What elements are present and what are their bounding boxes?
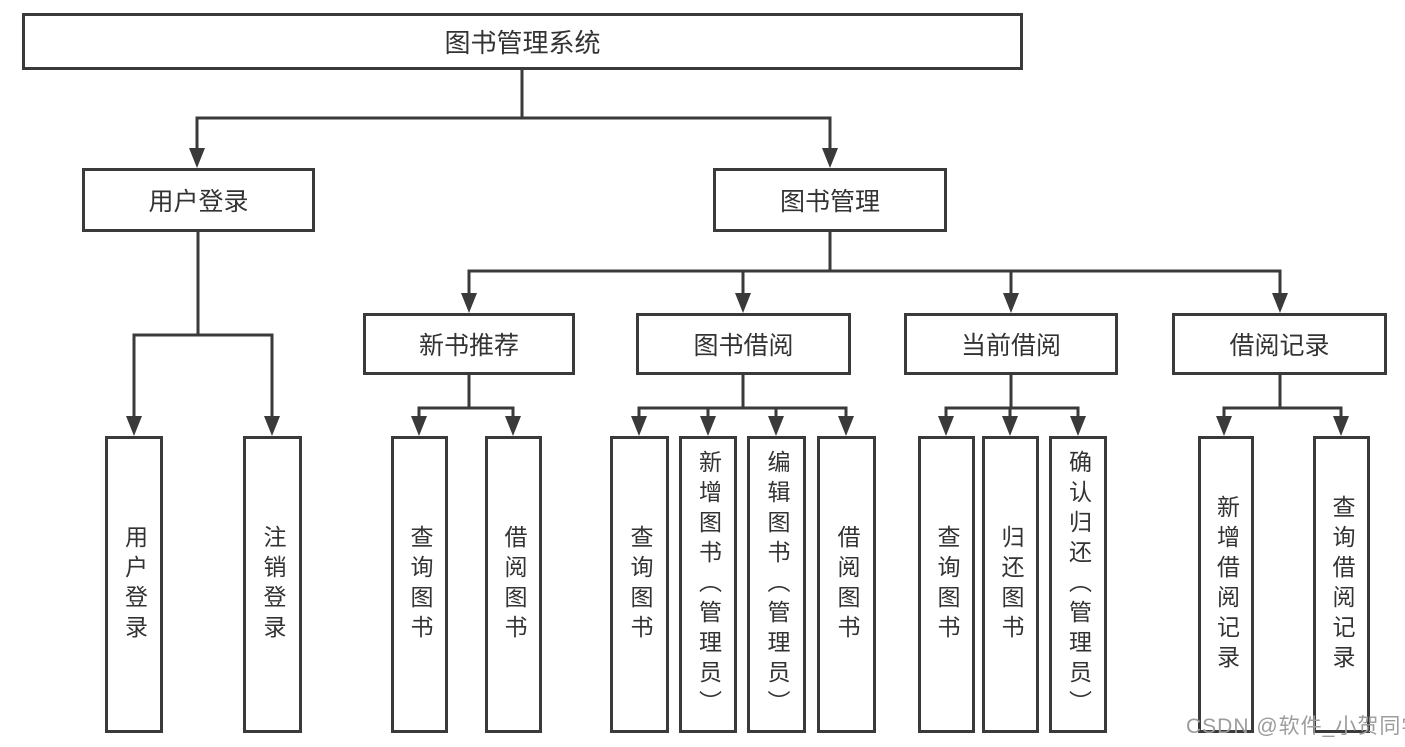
leaf-borrow-query-books: 查询图书 [610, 436, 669, 733]
connector-borrow-drop [637, 375, 848, 420]
leaf-logout: 注销登录 [243, 436, 302, 733]
leaf-current-return-books: 归还图书 [982, 436, 1039, 733]
node-library-system: 图书管理系统 [22, 13, 1023, 70]
arrowhead-icon [1333, 416, 1349, 436]
leaf-user-login: 用户登录 [105, 436, 163, 733]
leaf-current-confirm-return-admin: 确认归还（管理员） [1049, 436, 1107, 733]
arrowhead-icon [505, 416, 521, 436]
connector-newbook-drop [417, 375, 515, 420]
arrowhead-icon [700, 416, 716, 436]
arrowhead-icon [1070, 416, 1086, 436]
connector-current-drop [944, 375, 1080, 420]
arrowhead-icon [1003, 293, 1019, 313]
csdn-watermark: CSDN @软件_小贺同学 [1186, 715, 1405, 738]
node-new-book-recommend: 新书推荐 [363, 313, 575, 375]
node-book-borrow: 图书借阅 [636, 313, 851, 375]
arrowhead-icon [461, 293, 477, 313]
leaf-records-add-record: 新增借阅记录 [1198, 436, 1254, 733]
arrowhead-icon [735, 293, 751, 313]
leaf-borrow-edit-books-admin: 编辑图书（管理员） [747, 436, 806, 733]
node-current-borrow: 当前借阅 [904, 313, 1118, 375]
leaf-records-query-record: 查询借阅记录 [1313, 436, 1370, 733]
arrowhead-icon [411, 416, 427, 436]
arrowhead-icon [631, 416, 647, 436]
leaf-borrow-borrow-books: 借阅图书 [817, 436, 876, 733]
arrowhead-icon [1002, 416, 1018, 436]
leaf-newbook-borrow-books: 借阅图书 [485, 436, 542, 733]
leaf-newbook-query-books: 查询图书 [391, 436, 448, 733]
connector-rail-level2 [195, 116, 832, 150]
connector-rail-level3 [467, 269, 1282, 295]
node-user-login: 用户登录 [82, 168, 315, 232]
arrowhead-icon [264, 416, 280, 436]
arrowhead-icon [126, 416, 142, 436]
node-book-management: 图书管理 [713, 168, 947, 232]
arrowhead-icon [938, 416, 954, 436]
leaf-current-query-books: 查询图书 [918, 436, 975, 733]
leaf-borrow-add-books-admin: 新增图书（管理员） [679, 436, 737, 733]
arrowhead-icon [822, 148, 838, 168]
connector-records-drop [1222, 375, 1343, 420]
arrowhead-icon [768, 416, 784, 436]
arrowhead-icon [838, 416, 854, 436]
arrowhead-icon [1272, 293, 1288, 313]
arrowhead-icon [189, 148, 205, 168]
arrowhead-icon [1216, 416, 1232, 436]
node-borrow-records: 借阅记录 [1172, 313, 1387, 375]
connector-rail-userlogin [132, 333, 274, 418]
